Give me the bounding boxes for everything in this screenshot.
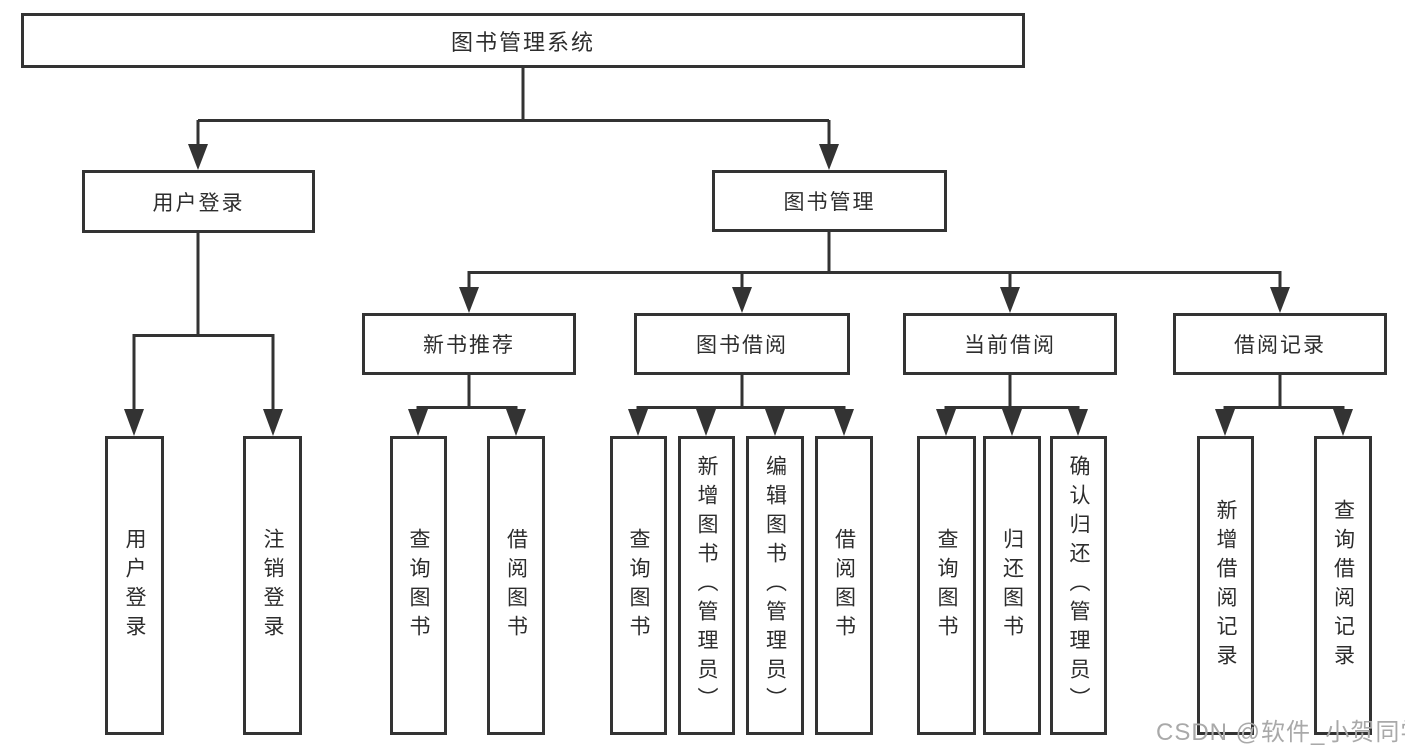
- node-borrowing-records: 借阅记录: [1173, 313, 1387, 375]
- node-book-management: 图书管理: [712, 170, 947, 232]
- node-label: 用户登录: [152, 191, 245, 215]
- leaf-user-login: 用户登录: [105, 436, 164, 735]
- node-library-management-system: 图书管理系统: [21, 13, 1025, 68]
- node-label: 图书借阅: [696, 334, 788, 357]
- node-label: 编辑图书（管理员）: [763, 455, 787, 716]
- leaf-add-borrow-record: 新增借阅记录: [1197, 436, 1254, 735]
- leaf-query-books-recommend: 查询图书: [390, 436, 447, 735]
- node-label: 查询图书: [935, 527, 958, 644]
- node-label: 借阅图书: [832, 527, 856, 644]
- watermark: CSDN @软件_小贺同学: [1156, 719, 1405, 746]
- leaf-edit-books-admin: 编辑图书（管理员）: [746, 436, 804, 735]
- node-label: 当前借阅: [964, 334, 1056, 357]
- leaf-query-books-borrow: 查询图书: [610, 436, 667, 735]
- leaf-logout: 注销登录: [243, 436, 302, 735]
- node-label: 确认归还（管理员）: [1067, 455, 1090, 716]
- node-label: 归还图书: [1000, 527, 1024, 644]
- leaf-query-borrow-record: 查询借阅记录: [1314, 436, 1372, 735]
- node-user-login: 用户登录: [82, 170, 315, 233]
- node-label: 图书管理系统: [450, 29, 595, 55]
- node-label: 注销登录: [261, 527, 284, 644]
- node-label: 图书管理: [783, 191, 876, 214]
- node-label: 新增借阅记录: [1214, 498, 1237, 673]
- leaf-return-books: 归还图书: [983, 436, 1041, 735]
- node-label: 新增图书（管理员）: [695, 455, 718, 716]
- leaf-query-books-current: 查询图书: [917, 436, 976, 735]
- node-label: 用户登录: [123, 527, 146, 644]
- leaf-borrow-books: 借阅图书: [815, 436, 873, 735]
- node-label: 借阅图书: [504, 527, 528, 644]
- node-label: 查询图书: [407, 527, 430, 644]
- leaf-borrow-books-recommend: 借阅图书: [487, 436, 545, 735]
- node-label: 新书推荐: [423, 334, 515, 357]
- leaf-add-books-admin: 新增图书（管理员）: [678, 436, 735, 735]
- node-new-book-recommendation: 新书推荐: [362, 313, 576, 375]
- node-book-borrowing: 图书借阅: [634, 313, 850, 375]
- node-label: 查询图书: [627, 527, 650, 644]
- node-current-borrowing: 当前借阅: [903, 313, 1117, 375]
- leaf-confirm-return-admin: 确认归还（管理员）: [1050, 436, 1107, 735]
- node-label: 借阅记录: [1234, 334, 1326, 357]
- node-label: 查询借阅记录: [1331, 498, 1355, 673]
